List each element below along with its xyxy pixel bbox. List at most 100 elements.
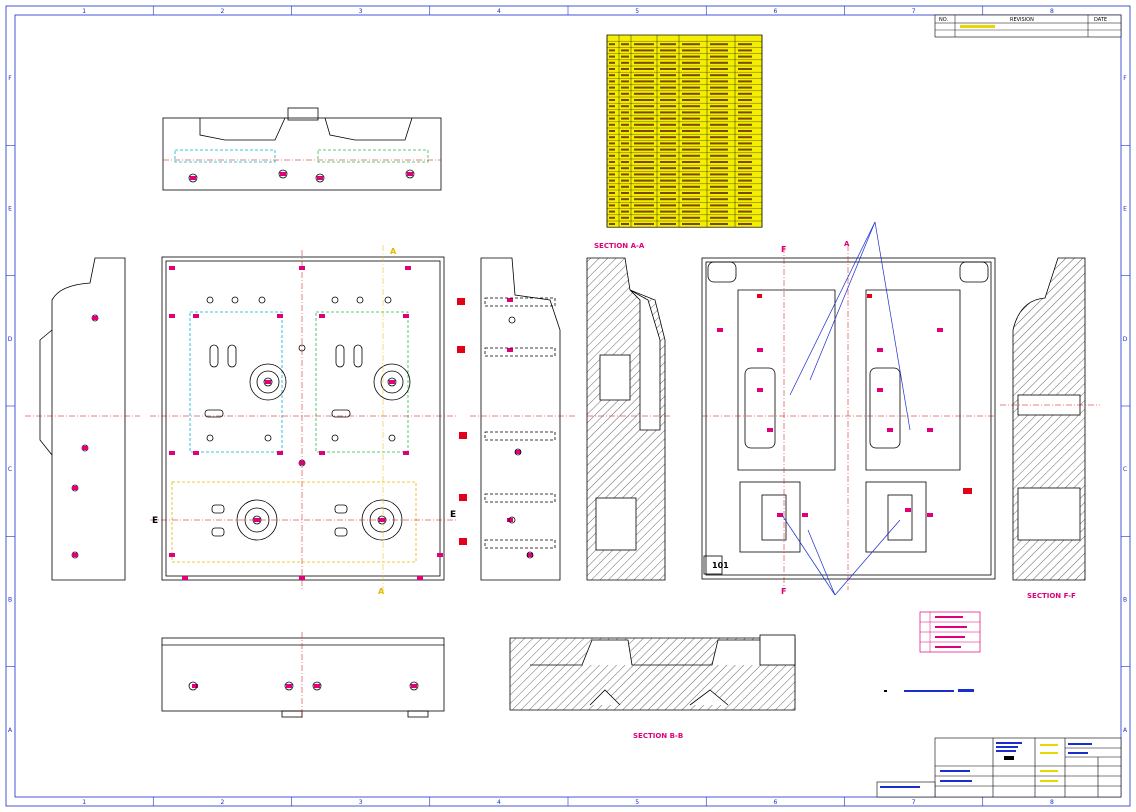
dimension-marker [507, 298, 513, 302]
dimension-marker [417, 576, 423, 580]
zone-number-bottom: 8 [1050, 799, 1054, 806]
dimension-marker [72, 486, 78, 490]
zone-number-bottom: 1 [82, 799, 86, 806]
dimension-marker [319, 314, 325, 318]
dimension-marker [277, 314, 283, 318]
dimension-marker [905, 508, 911, 512]
dimension-marker [286, 684, 292, 688]
dimension-marker [82, 446, 88, 450]
section-f-f-title: SECTION F-F [1027, 592, 1076, 600]
cut-label-f-top: F [781, 245, 786, 254]
cut-label-e-right: E [450, 510, 456, 520]
dimension-marker [877, 348, 883, 352]
dimension-marker [319, 451, 325, 455]
dimension-marker [757, 388, 763, 392]
leader-lines [781, 221, 911, 596]
dimension-marker [169, 266, 175, 270]
zone-number-bottom: 5 [635, 799, 639, 806]
title-block [876, 737, 1122, 798]
dimension-marker [299, 576, 305, 580]
hole-table [606, 34, 763, 228]
zone-number-top: 1 [82, 8, 86, 15]
dimension-marker [92, 316, 98, 320]
dimension-marker [299, 266, 305, 270]
dimension-marker [389, 380, 395, 384]
section-a-a-view [586, 257, 670, 581]
dimension-marker [777, 513, 783, 517]
dimension-marker [527, 553, 533, 557]
revision-block: NO. REVISION DATE [934, 14, 1122, 38]
dimension-marker [169, 314, 175, 318]
dimension-marker [877, 388, 883, 392]
dimension-marker [767, 428, 773, 432]
general-note [884, 689, 974, 692]
zone-number-top: 7 [912, 8, 916, 15]
dimension-marker [887, 428, 893, 432]
dimension-marker [192, 684, 198, 688]
zone-number-bottom: 2 [220, 799, 224, 806]
zone-letter-left: F [8, 75, 12, 82]
top-plan-view [162, 107, 442, 191]
dimension-marker [403, 451, 409, 455]
zone-number-bottom: 3 [359, 799, 363, 806]
dimension-marker [927, 428, 933, 432]
dimension-marker [299, 461, 305, 465]
zone-letter-right: C [1123, 466, 1127, 473]
dimension-marker [515, 450, 521, 454]
left-side-view [25, 257, 140, 581]
revision-header: REVISION [1010, 17, 1034, 23]
title-block-text-bars [880, 742, 1092, 788]
cut-label-a-right: A [844, 240, 850, 248]
zone-number-top: 5 [635, 8, 639, 15]
dimension-marker [72, 553, 78, 557]
dimension-marker [717, 328, 723, 332]
zone-number-bottom: 6 [773, 799, 777, 806]
red-flag-markers [457, 294, 972, 545]
dimension-marker [193, 451, 199, 455]
right-side-view [470, 257, 575, 581]
zone-number-top: 3 [359, 8, 363, 15]
zone-letter-right: B [1123, 597, 1127, 604]
cut-label-f-bottom: F [781, 587, 786, 596]
core-plan-view [701, 245, 996, 590]
zone-number-top: 2 [220, 8, 224, 15]
cut-label-a-top: A [390, 247, 397, 256]
cut-label-e-left: E [152, 516, 158, 526]
revision-date-header: DATE [1094, 17, 1107, 23]
section-b-b-view [509, 634, 796, 711]
legend-table [919, 611, 981, 653]
zone-letter-left: D [8, 336, 13, 343]
zone-number-top: 8 [1050, 8, 1054, 15]
dimension-marker [437, 553, 443, 557]
dimension-marker [190, 176, 196, 180]
dimension-marker [254, 518, 260, 522]
section-a-a-title: SECTION A-A [594, 242, 645, 250]
dimension-markers [72, 172, 943, 688]
dimension-marker [182, 576, 188, 580]
view-number-label: 101 [712, 561, 729, 570]
dimension-marker [927, 513, 933, 517]
dimension-marker [379, 518, 385, 522]
zone-number-bottom: 7 [912, 799, 916, 806]
dimension-marker [317, 176, 323, 180]
dimension-marker [169, 451, 175, 455]
zone-letter-right: A [1123, 727, 1128, 734]
zone-letter-left: C [8, 466, 12, 473]
zone-number-bottom: 4 [497, 799, 501, 806]
cut-label-a-bottom: A [378, 587, 385, 596]
section-b-b-title: SECTION B-B [633, 732, 683, 740]
dimension-marker [405, 266, 411, 270]
dimension-marker [280, 172, 286, 176]
dimension-marker [802, 513, 808, 517]
main-plan-view [150, 245, 456, 592]
dimension-marker [277, 451, 283, 455]
dimension-marker [507, 348, 513, 352]
zone-letter-right: E [1123, 206, 1127, 213]
revision-no-header: NO. [939, 17, 948, 23]
dimension-marker [193, 314, 199, 318]
dimension-marker [407, 172, 413, 176]
zone-number-top: 6 [773, 8, 777, 15]
